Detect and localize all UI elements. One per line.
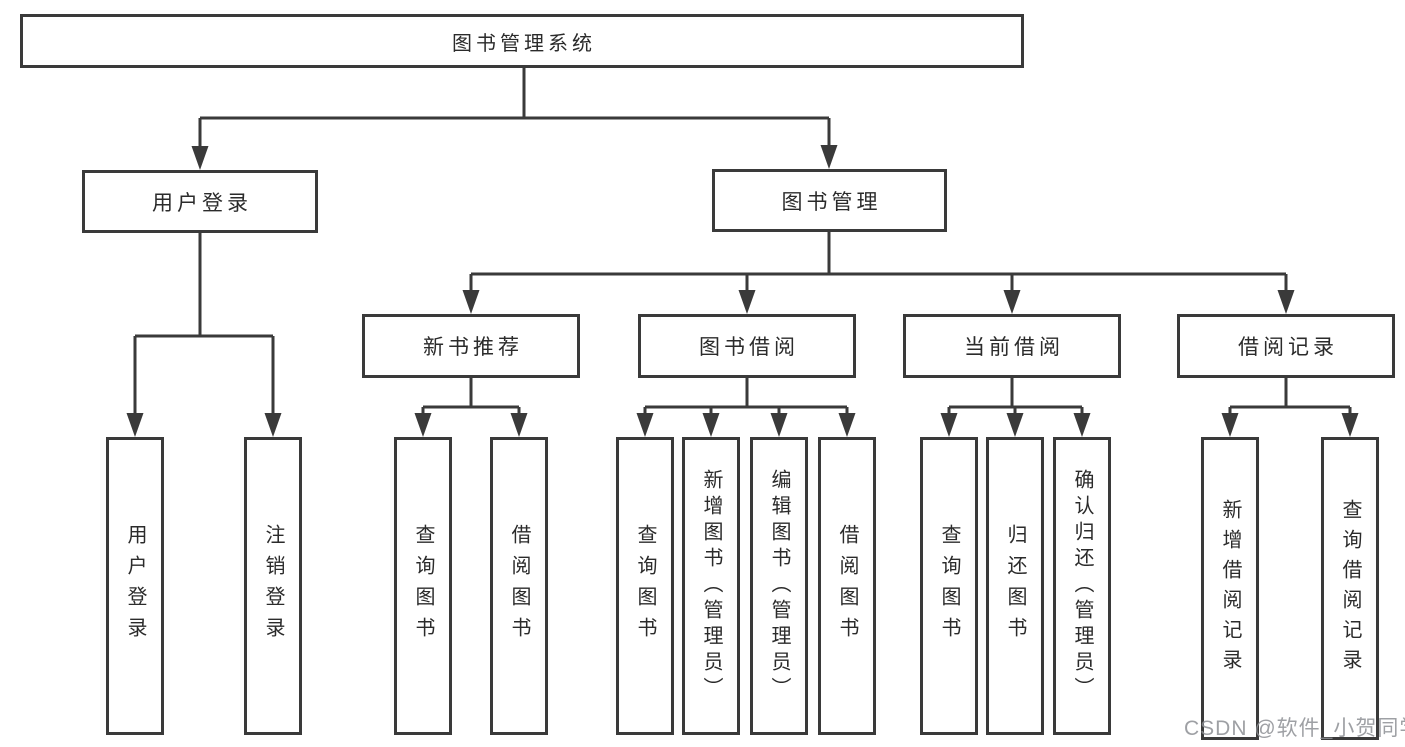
leaf-borrow-edit-books-admin: 编辑图书（管理员） xyxy=(750,437,808,735)
arrowhead xyxy=(264,413,282,437)
connector-records-to-leaves xyxy=(1228,378,1352,416)
node-label: 查询图书 xyxy=(938,524,960,648)
leaf-logout: 注销登录 xyxy=(244,437,302,735)
connector-newrec-to-leaves xyxy=(421,378,521,416)
node-label: 图书借阅 xyxy=(699,336,799,359)
arrowhead xyxy=(1341,413,1359,437)
node-label: 新增借阅记录 xyxy=(1219,498,1241,679)
node-label: 用户登录 xyxy=(152,191,252,215)
node-label: 确认归还（管理员） xyxy=(1071,469,1093,703)
leaf-borrow-query-books: 查询图书 xyxy=(616,437,674,735)
connector-bookmgmt-to-level3 xyxy=(469,232,1288,293)
node-user-login: 用户登录 xyxy=(82,170,318,233)
node-label: 新书推荐 xyxy=(423,336,523,359)
node-book-borrow: 图书借阅 xyxy=(638,314,856,378)
arrowhead xyxy=(636,413,654,437)
arrowhead xyxy=(510,413,528,437)
node-label: 图书管理系统 xyxy=(452,32,596,55)
node-label: 借阅记录 xyxy=(1238,336,1338,359)
node-label: 借阅图书 xyxy=(836,524,858,648)
node-library-management-system: 图书管理系统 xyxy=(20,14,1024,68)
leaf-query-borrow-record: 查询借阅记录 xyxy=(1321,437,1379,740)
csdn-watermark: CSDN @软件_小贺同学 xyxy=(1184,717,1405,740)
connector-userlogin-to-leaves xyxy=(133,233,275,416)
node-label: 新增图书（管理员） xyxy=(700,469,722,703)
node-book-management: 图书管理 xyxy=(712,169,947,232)
node-label: 查询图书 xyxy=(634,524,656,648)
arrowhead xyxy=(770,413,788,437)
arrowhead xyxy=(838,413,856,437)
node-label: 用户登录 xyxy=(124,524,146,648)
arrowhead xyxy=(1003,290,1021,314)
arrowhead xyxy=(702,413,720,437)
leaf-borrow-borrow-books: 借阅图书 xyxy=(818,437,876,735)
leaf-borrow-add-books-admin: 新增图书（管理员） xyxy=(682,437,740,735)
connector-root-to-level2 xyxy=(198,68,831,149)
node-borrow-records: 借阅记录 xyxy=(1177,314,1395,378)
arrowhead xyxy=(126,413,144,437)
leaf-current-confirm-return-admin: 确认归还（管理员） xyxy=(1053,437,1111,735)
leaf-current-return-books: 归还图书 xyxy=(986,437,1044,735)
node-new-book-recommend: 新书推荐 xyxy=(362,314,580,378)
arrowhead xyxy=(738,290,756,314)
arrowhead xyxy=(414,413,432,437)
connector-borrow-to-leaves xyxy=(643,378,849,416)
node-label: 借阅图书 xyxy=(508,524,530,648)
arrowhead xyxy=(1006,413,1024,437)
arrowhead xyxy=(940,413,958,437)
connector-current-to-leaves xyxy=(947,378,1084,416)
leaf-recommend-query-books: 查询图书 xyxy=(394,437,452,735)
node-label: 当前借阅 xyxy=(964,336,1064,359)
arrowhead xyxy=(1073,413,1091,437)
arrowhead xyxy=(820,145,838,169)
node-label: 查询图书 xyxy=(412,524,434,648)
leaf-add-borrow-record: 新增借阅记录 xyxy=(1201,437,1259,740)
node-label: 归还图书 xyxy=(1004,524,1026,648)
node-label: 注销登录 xyxy=(262,524,284,648)
node-label: 查询借阅记录 xyxy=(1339,498,1361,679)
arrowhead xyxy=(1277,290,1295,314)
arrowhead xyxy=(462,290,480,314)
node-label: 图书管理 xyxy=(781,190,882,214)
leaf-user-login: 用户登录 xyxy=(106,437,164,735)
node-label: 编辑图书（管理员） xyxy=(768,469,790,703)
leaf-current-query-books: 查询图书 xyxy=(920,437,978,735)
leaf-recommend-borrow-books: 借阅图书 xyxy=(490,437,548,735)
node-current-borrow: 当前借阅 xyxy=(903,314,1121,378)
arrowhead xyxy=(191,146,209,170)
arrowhead xyxy=(1221,413,1239,437)
